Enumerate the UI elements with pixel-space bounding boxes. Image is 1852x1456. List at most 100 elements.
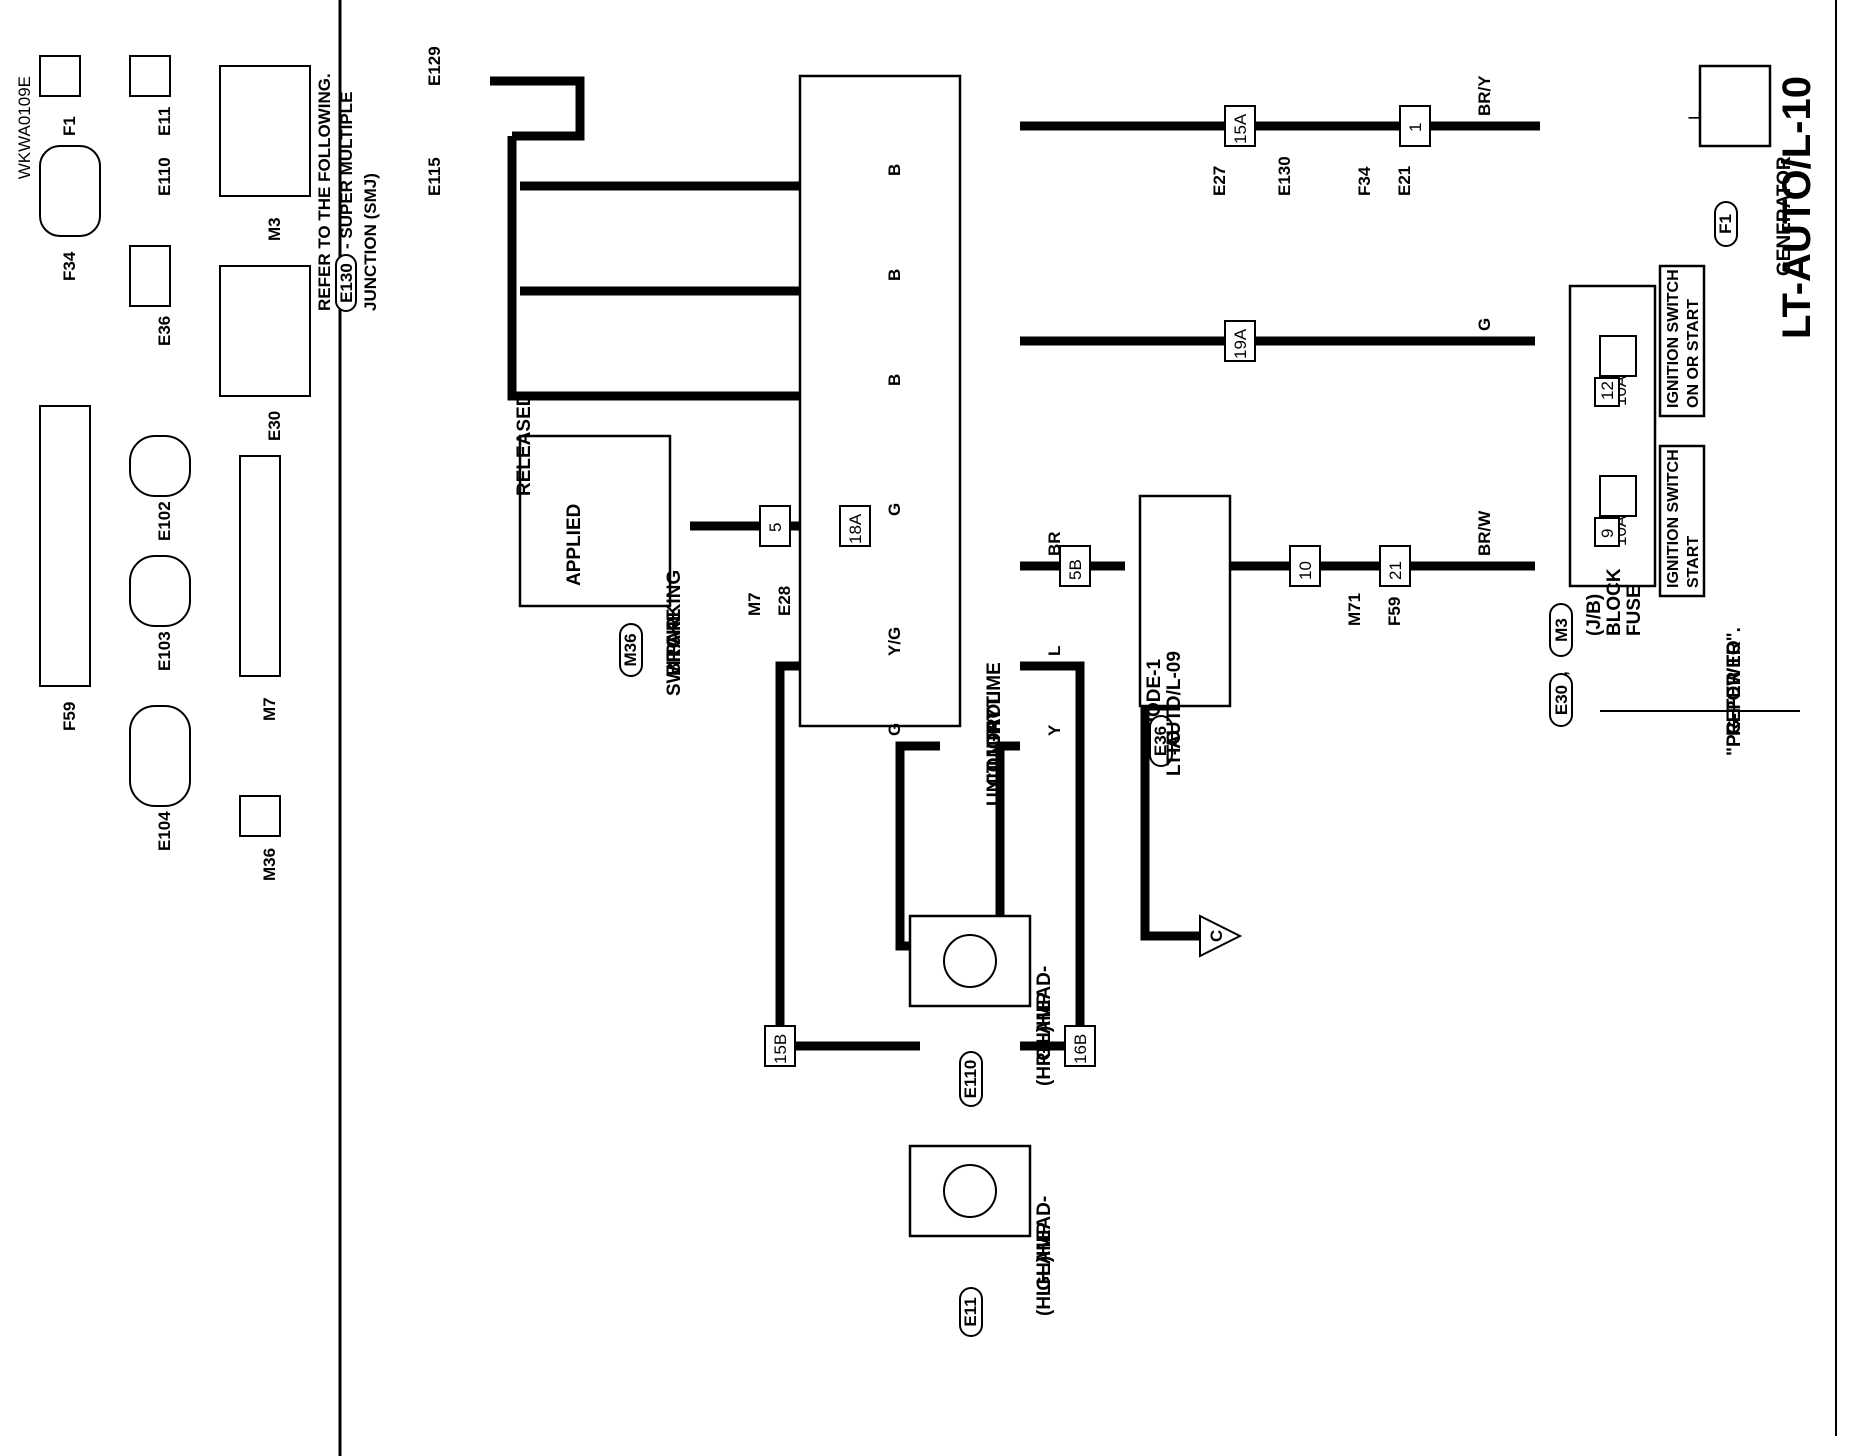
headlamp-rh: HEAD- LAMP RH (HIGH) E110 — [908, 914, 1055, 1107]
refer-pg-power-line1: REFER TO — [1724, 640, 1745, 736]
ignition-start-line2: START — [1685, 536, 1702, 588]
headlamp-lh-label-3: LH — [1034, 1271, 1055, 1296]
control-unit-label-2: LIGHT — [984, 709, 1005, 766]
headlamp-rh-label-4: (HIGH) — [1034, 1026, 1055, 1086]
figure-code: WKWA0109E — [15, 76, 34, 179]
parking-brake-tag: M36 — [621, 633, 640, 666]
diode-tag-box — [1149, 715, 1173, 767]
view-f34-tag: F34 — [60, 251, 79, 281]
junction-21: 21 — [1386, 561, 1405, 580]
to-ref-line1: TO — [1164, 730, 1185, 756]
headlamp-lh-label-1: HEAD- — [1034, 1196, 1055, 1256]
wire-b-3: B — [885, 164, 904, 176]
refer-pg-power-line2: "PG-POWER". — [1724, 627, 1745, 756]
view-e30-tag: E30 — [265, 411, 284, 441]
tag-m7: M7 — [745, 592, 764, 616]
note-block: REFER TO THE FOLLOWING. E130 - SUPER MUL… — [315, 73, 380, 312]
off-page-connector-c: C TO LT-AUTO/L-09 — [1164, 651, 1243, 958]
wire-l: L — [1045, 646, 1064, 656]
parking-brake-released: RELEASED — [514, 393, 535, 496]
wire-g-1: G — [1475, 318, 1494, 331]
fuse-block-label-2: BLOCK — [1604, 568, 1625, 636]
fuse-block-tag-e30-box — [1549, 673, 1573, 727]
junction-15b: 15B — [771, 1034, 790, 1064]
control-unit-label-4: UNIT — [984, 761, 1005, 806]
wire-y: Y — [1045, 724, 1064, 736]
view-f1-tag: F1 — [60, 116, 79, 136]
fuse-9: 10A 9 — [1594, 475, 1637, 547]
wire-b-2: B — [885, 269, 904, 281]
headlamp-lh-label-2: LAMP — [1034, 1222, 1055, 1276]
note-ref-tag: E130 — [337, 263, 356, 303]
refer-pg-power: REFER TO "PG-POWER". — [1600, 627, 1800, 756]
headlamp-rh-tag-box — [959, 1051, 983, 1107]
generator-pin: L — [1685, 111, 1704, 120]
page-title: LT-AUTO/L-10 — [1775, 76, 1819, 339]
connector-tags: E27 E130 E21 F34 F59 M71 E28 M7 E129 E11… — [425, 46, 1414, 626]
ignition-on-start-line1: IGNITION SWITCH — [1665, 269, 1682, 408]
generator-label: GENERATOR — [1774, 156, 1795, 276]
wire-g-3: G — [885, 503, 904, 516]
note-line2: - SUPER MULTIPLE — [337, 92, 356, 249]
tag-e21: E21 — [1395, 166, 1414, 196]
tag-e129: E129 — [425, 46, 444, 86]
view-e103-tag: E103 — [155, 631, 174, 671]
parking-brake-label-3: SWITCH — [664, 621, 685, 696]
note-line3: JUNCTION (SMJ) — [361, 173, 380, 311]
headlamp-lh-label-4: (HIGH) — [1034, 1256, 1055, 1316]
headlamp-rh-label-2: LAMP — [1034, 992, 1055, 1046]
headlamp-lh-tag: E11 — [961, 1297, 980, 1326]
diode-1: DIODE-1 E36 — [1138, 494, 1232, 767]
ignition-start-line1: IGNITION SWITCH — [1665, 449, 1682, 588]
parking-brake-label-2: BRAKE — [664, 608, 685, 676]
wire-bry: BR/Y — [1475, 75, 1494, 116]
headlamp-rh-label-3: RH — [1034, 1039, 1055, 1066]
view-e102-tag: E102 — [155, 501, 174, 541]
fuse-block-tag-e30: E30 — [1552, 685, 1571, 715]
headlamp-rh-label-1: HEAD- — [1034, 966, 1055, 1026]
view-m7-tag: M7 — [260, 697, 279, 721]
junction-5b: 5B — [1066, 559, 1085, 580]
off-page-letter: C — [1207, 930, 1226, 942]
generator: L GENERATOR F1 — [1685, 64, 1795, 276]
fuse-12-number: 12 — [1598, 381, 1617, 400]
diode-tag: E36 — [1151, 726, 1170, 756]
fuse-block-tag-m3-box — [1549, 603, 1573, 657]
ignition-start-box: IGNITION SWITCH START — [1658, 444, 1706, 598]
control-unit-label-1: DAYTIME — [984, 662, 1005, 746]
wire-color-labels: BR/Y G BR BR/W L Y Y/G G G B B B — [885, 75, 1494, 736]
junction-1: 1 — [1406, 123, 1425, 132]
wire-brw: BR/W — [1475, 510, 1494, 556]
tag-f59: F59 — [1385, 597, 1404, 626]
tag-e115: E115 — [425, 157, 444, 196]
parking-brake-label-1: PARKING — [664, 570, 685, 656]
tag-e130: E130 — [1275, 156, 1294, 196]
note-line1: REFER TO THE FOLLOWING. — [315, 73, 334, 311]
wire-b-1: B — [885, 374, 904, 386]
connector-views: F1 W E11 E110 E36 M3 E30 F34 F59 M7 M36 … — [39, 55, 311, 881]
ignition-on-start-box: IGNITION SWITCH ON OR START — [1658, 264, 1706, 418]
parking-brake-tag-box — [619, 623, 643, 677]
fuse-block-tag-m3: M3 — [1552, 618, 1571, 642]
generator-tag: F1 — [1716, 214, 1735, 234]
wire-yg: Y/G — [885, 627, 904, 656]
generator-tag-box — [1714, 201, 1738, 247]
daytime-light-control-unit: DAYTIME LIGHT CONTROL UNIT — [798, 74, 1005, 806]
control-unit-label-3: CONTROL — [984, 692, 1005, 786]
headlamp-rh-tag: E110 — [961, 1060, 980, 1099]
junction-15a: 15A — [1231, 113, 1250, 144]
note-ref-tag-box — [335, 254, 357, 312]
ignition-on-start-line2: ON OR START — [1685, 299, 1702, 408]
tag-m71: M71 — [1345, 593, 1364, 626]
junction-connectors: 15A 19A 5B 16B 15B 18A 5 1 10 21 — [759, 105, 1431, 1067]
tag-f34: F34 — [1355, 166, 1374, 196]
junction-16b: 16B — [1071, 1034, 1090, 1064]
fuse-12: 10A 12 — [1594, 335, 1637, 407]
headlamp-lh: HEAD- LAMP LH (HIGH) E11 — [908, 1144, 1055, 1337]
junction-18a: 18A — [846, 513, 865, 544]
wire-g-2: G — [885, 723, 904, 736]
junction-19a: 19A — [1231, 328, 1250, 359]
fuse-block-label-3: (J/B) — [1584, 594, 1605, 636]
